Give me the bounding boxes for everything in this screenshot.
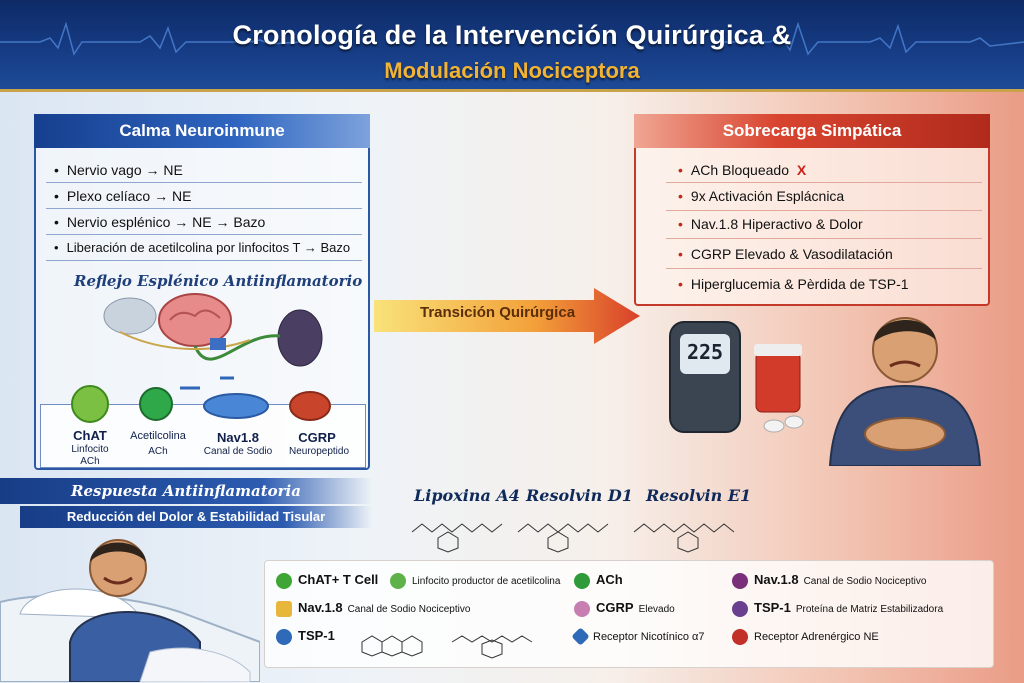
- right-list-item: •Hiperglucemia & Pèrdida de TSP-1: [678, 276, 909, 292]
- cloud-icon: [103, 297, 157, 335]
- component-label: CGRP: [298, 430, 336, 445]
- anti-inflammatory-response-title: Respuesta Antiinflamatoria: [0, 478, 372, 504]
- sodium-channel-icon: [276, 600, 292, 617]
- resolvin-d1-structure-icon: [517, 523, 609, 553]
- legend-structures: [361, 635, 533, 659]
- cgrp-icon: [289, 391, 331, 421]
- right-list-item: •Nav.1.8 Hiperactivo & Dolor: [678, 216, 863, 232]
- pill-bottle-icon: [755, 351, 801, 413]
- adrenergic-receptor-icon: [732, 628, 748, 645]
- receptor-icon: [210, 338, 226, 350]
- divider: [666, 238, 982, 239]
- component-label: Nav1.8: [217, 430, 259, 445]
- splenic-reflex-illustration: [103, 293, 323, 390]
- divider: [666, 210, 982, 211]
- components-icons: [71, 385, 331, 423]
- neuroimmune-calm-title: Calma Neuroinmune: [34, 114, 370, 148]
- molecule-name: Resolvin D1: [526, 486, 633, 505]
- left-list-item: Nervio esplénico → NE → Bazo: [54, 214, 265, 230]
- spleen-icon: [277, 309, 323, 367]
- left-list-item: Nervio vago → NE: [54, 162, 183, 178]
- nicotinic-receptor-icon: [571, 627, 590, 646]
- molecular-structures: [411, 523, 735, 553]
- transition-arrow-icon: [374, 288, 640, 344]
- header-banner: [0, 0, 1024, 92]
- patient-in-pain-illustration: [828, 317, 982, 466]
- t-cell-icon: [276, 572, 292, 589]
- right-list-item: •CGRP Elevado & Vasodilatación: [678, 246, 893, 262]
- blocked-x-icon: X: [796, 162, 807, 178]
- molecule-name: Resolvin E1: [646, 486, 752, 505]
- divider: [46, 234, 362, 235]
- component-label: Acetilcolina: [130, 430, 186, 442]
- legend-box: [264, 560, 994, 668]
- page-subtitle: Modulación Nociceptora: [384, 58, 640, 83]
- legend-item: ChAT+ T Cell: [276, 572, 383, 589]
- page-title: Cronología de la Intervención Quirúrgica…: [232, 20, 792, 50]
- left-list-item: Plexo celíaco → NE: [54, 188, 192, 204]
- ecg-line-icon: [0, 21, 1024, 56]
- ach-icon: [574, 572, 590, 589]
- legend-item: TSP-1: [276, 628, 340, 645]
- divider: [46, 208, 362, 209]
- right-list-item: •9x Activación Esplácnica: [678, 188, 845, 204]
- sympathetic-overload-title: Sobrecarga Simpática: [634, 114, 990, 148]
- legend-item: ACh: [574, 572, 628, 589]
- component-sub: ACh: [148, 446, 168, 457]
- pain-reduction-subtitle: Reducción del Dolor & Estabilidad Tisula…: [20, 506, 372, 528]
- recovered-patient-illustration: [0, 539, 260, 682]
- component-sub: Linfocito: [71, 444, 109, 455]
- divider: [666, 182, 982, 183]
- acetylcholine-icon: [139, 387, 173, 421]
- molecule-name: Lipoxina A4: [414, 486, 520, 505]
- resolvin-e1-structure-icon: [633, 523, 735, 553]
- component-label: ChAT: [73, 428, 107, 443]
- legend-item: Receptor Adrenérgico NE: [732, 628, 879, 645]
- component-sub: Canal de Sodio: [203, 446, 273, 457]
- sodium-channel-icon: [203, 393, 269, 419]
- reflex-title: Reflejo Esplénico Antiinflamatorio: [74, 272, 363, 290]
- tsp1-icon: [732, 600, 748, 617]
- face-icon: [89, 539, 147, 597]
- cgrp-icon: [574, 600, 590, 617]
- sodium-channel-icon: [732, 572, 748, 589]
- tsp1-icon: [276, 628, 292, 645]
- left-list-item: Liberación de acetilcolina por linfocito…: [54, 240, 351, 255]
- transition-label: Transición Quirúrgica: [420, 304, 576, 321]
- component-sub: Neuropeptido: [288, 446, 350, 457]
- glucometer-illustration: [669, 321, 804, 433]
- divider: [46, 260, 362, 261]
- chat-cell-icon: [71, 385, 109, 423]
- divider: [46, 182, 362, 183]
- right-list-item: •ACh Bloqueado X: [678, 162, 807, 178]
- lipoxin-structure-icon: [411, 523, 503, 553]
- legend-item: Linfocito productor de acetilcolina: [390, 572, 560, 589]
- glucose-reading: 225: [686, 340, 724, 364]
- lymphocyte-icon: [390, 572, 406, 589]
- divider: [666, 268, 982, 269]
- legend-item: Receptor Nicotínico α7: [571, 627, 705, 646]
- component-sub: ACh: [80, 456, 100, 467]
